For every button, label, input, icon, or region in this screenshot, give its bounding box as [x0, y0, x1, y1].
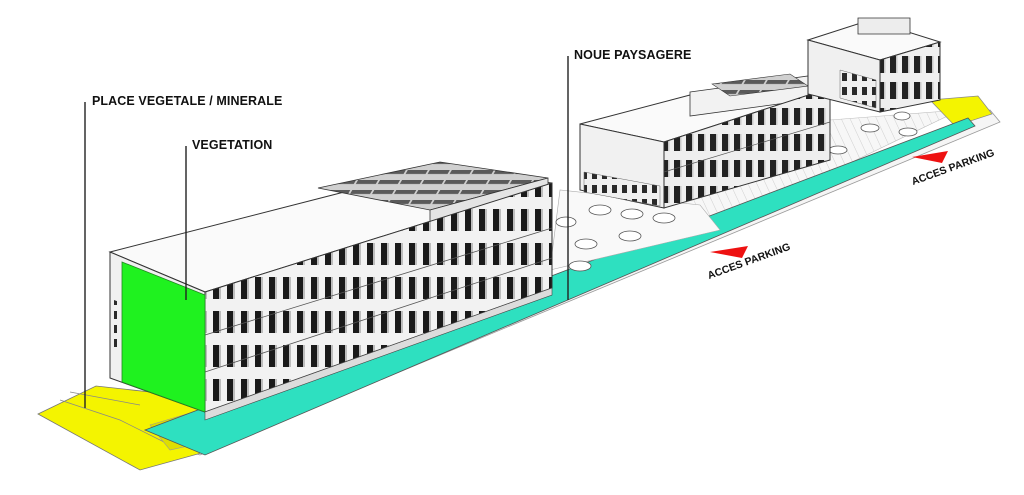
label-vegetation: VEGETATION — [192, 138, 273, 152]
building-front — [108, 161, 553, 421]
building-back — [806, 17, 942, 113]
access-arrow-2 — [912, 151, 948, 163]
access-arrow-1 — [710, 246, 748, 258]
access-arrows — [710, 151, 948, 258]
parking-area — [549, 111, 918, 272]
label-place-vegetale-minerale: PLACE VEGETALE / MINERALE — [92, 94, 283, 108]
label-noue-paysagere: NOUE PAYSAGERE — [574, 48, 692, 62]
building-middle — [579, 73, 831, 209]
leader-lines — [84, 56, 569, 408]
